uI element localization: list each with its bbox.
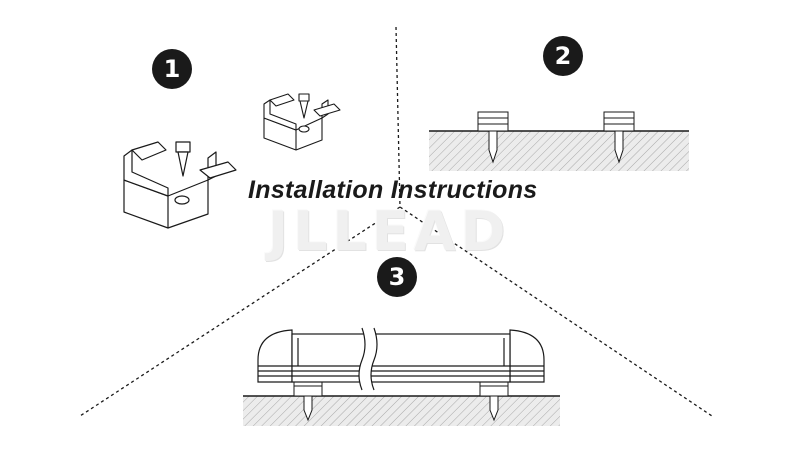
step-2-surface xyxy=(429,130,689,171)
diagram-title: Installation Instructions xyxy=(248,176,538,204)
step-2-badge: 2 xyxy=(543,36,583,76)
divider-right xyxy=(399,206,713,417)
brand-watermark: JLLEAD xyxy=(268,200,511,263)
step-3-clip-right xyxy=(479,379,509,422)
step-2-clip-left xyxy=(477,111,509,164)
step-3-led-profile xyxy=(257,327,545,391)
divider-left xyxy=(79,206,401,417)
section-dividers xyxy=(79,26,713,417)
step-3-surface xyxy=(243,395,560,426)
step-3-badge: 3 xyxy=(377,257,417,297)
step-1-clip-large xyxy=(123,141,237,229)
step-1-clip-small xyxy=(263,93,341,151)
divider-vertical xyxy=(395,26,401,208)
step-2-clip-right xyxy=(603,111,635,164)
step-1-badge: 1 xyxy=(152,49,192,89)
